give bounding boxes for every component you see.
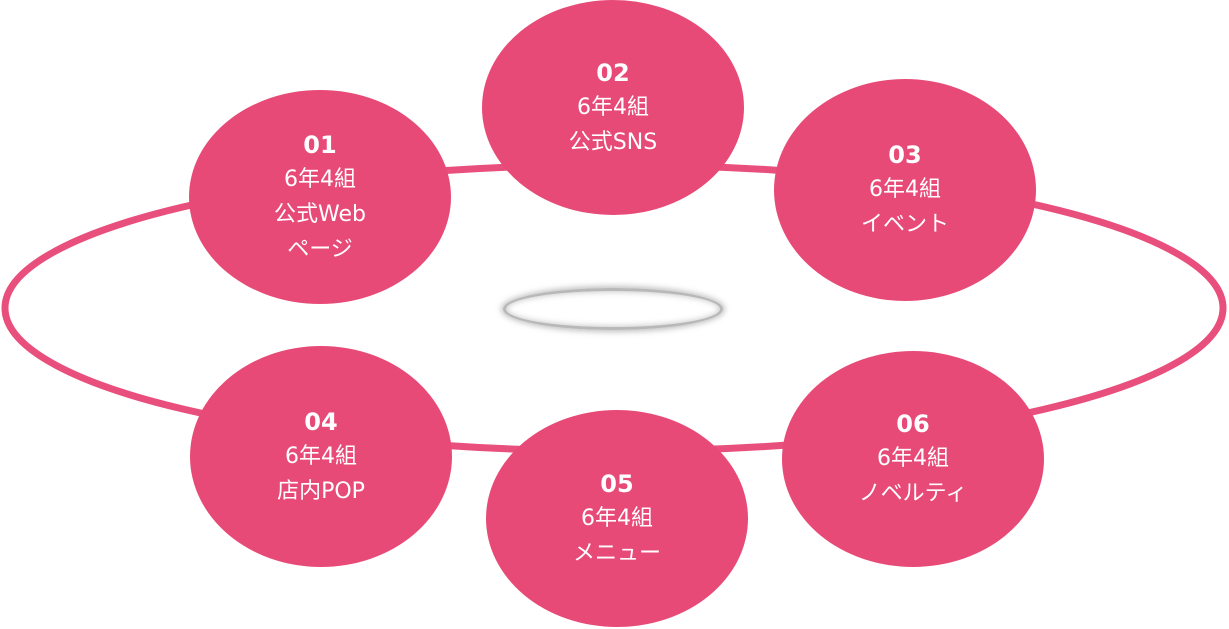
node-01-line-2: 公式Web	[274, 201, 366, 227]
node-03-line-1: 6年4組	[869, 177, 941, 202]
node-03-number: 03	[888, 141, 922, 169]
node-01-line-1: 6年4組	[284, 166, 356, 192]
node-01-number: 01	[303, 130, 337, 159]
node-04: 04 6年4組 店内POP	[190, 346, 452, 567]
node-06: 06 6年4組 ノベルティ	[782, 351, 1044, 567]
node-06-number: 06	[896, 410, 930, 438]
node-05-number: 05	[600, 469, 634, 498]
node-05-line-1: 6年4組	[581, 505, 653, 531]
node-03-line-2: イベント	[860, 212, 949, 237]
node-02-line-2: 公式SNS	[568, 129, 658, 155]
node-01: 01 6年4組 公式Web ページ	[189, 90, 451, 304]
node-06-line-1: 6年4組	[877, 446, 949, 471]
node-05-line-2: メニュー	[572, 540, 661, 566]
node-05: 05 6年4組 メニュー	[486, 410, 748, 627]
node-04-line-2: 店内POP	[277, 478, 365, 504]
node-06-line-2: ノベルティ	[858, 481, 968, 506]
node-02: 02 6年4組 公式SNS	[482, 0, 744, 215]
node-01-line-3: ページ	[287, 236, 353, 262]
node-02-number: 02	[596, 58, 630, 87]
node-04-number: 04	[304, 407, 338, 436]
node-03: 03 6年4組 イベント	[774, 79, 1036, 301]
node-04-line-1: 6年4組	[285, 443, 357, 469]
node-02-line-1: 6年4組	[577, 94, 649, 120]
center-ring	[503, 288, 723, 330]
